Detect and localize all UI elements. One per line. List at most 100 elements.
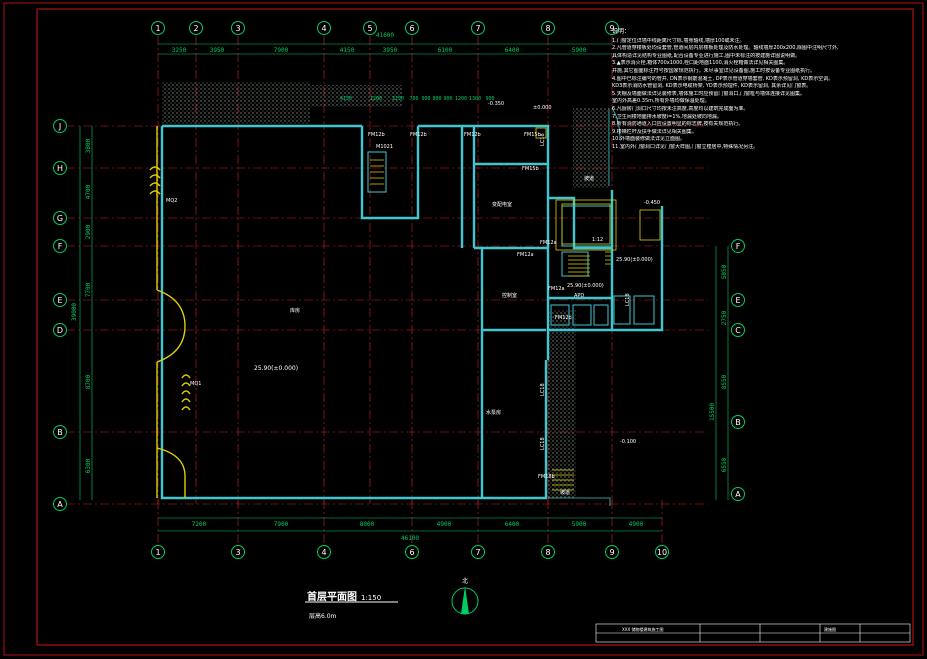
axis-bubble-label: A xyxy=(735,490,741,499)
dim-right-2: 2750 xyxy=(721,310,728,325)
axis-bubble-label: 3 xyxy=(235,548,240,557)
label-fm12a-3: FM12a xyxy=(548,286,565,292)
axis-bubble-circle xyxy=(317,545,331,559)
west-facade xyxy=(149,126,191,498)
dim-left-6: 6300 xyxy=(85,458,92,473)
dimension-texts: 41600 3250 3950 7900 4150 3950 6100 6400… xyxy=(71,32,728,542)
axis-bubble-label: 10 xyxy=(657,548,667,557)
axis-bubble-bottom: 4 xyxy=(317,545,331,559)
note-line: 11.室内外门窗洞口详见门窗大样图,门窗立樘居中,特殊情况另注。 xyxy=(612,143,759,150)
dim-inner-1: 4150 xyxy=(340,96,352,102)
dim-inner-5: 900 xyxy=(421,96,430,102)
dim-bottom-1: 7200 xyxy=(192,521,207,528)
axis-bubble-circle xyxy=(53,161,67,175)
axis-bubble-label: 8 xyxy=(545,24,550,33)
axis-bubble-top: 2 xyxy=(189,21,203,35)
axis-bubble-bottom: 9 xyxy=(605,545,619,559)
note-line: 1.门窗定位详墙中线距离尺寸标,墙身轴线,墙厚100或未注。 xyxy=(612,37,745,44)
axis-bubble-circle xyxy=(541,21,555,35)
drawing-scale: 1:150 xyxy=(361,594,382,602)
room-main: 库房 xyxy=(290,307,300,314)
axis-bubble-top: 5 xyxy=(363,21,377,35)
label-ramp-2: 坡道 xyxy=(560,489,570,496)
note-line: 8.所有消防通道入口应设置明显的标志牌,按有关规范执行。 xyxy=(612,121,744,128)
dim-inner-4: 700 xyxy=(409,96,418,102)
drawing-title: 首层平面图 1:150 xyxy=(307,588,381,603)
elevation-east: 25.90(±0.000) xyxy=(616,257,653,263)
label-fm15b: FM15b xyxy=(524,132,541,138)
axis-bubble-label: 4 xyxy=(321,24,326,33)
stairs xyxy=(370,159,617,491)
dim-bottom-7: 4900 xyxy=(629,521,644,528)
axis-bubble-left: B xyxy=(53,425,67,439)
dim-left-1: 3800 xyxy=(85,138,92,153)
dim-top-8: 5900 xyxy=(572,47,587,54)
note-line: 5.天棚及墙面做法详见装修表,墙体施工时应预留门窗洞口,门窗框与墙体连接详见图集… xyxy=(612,90,805,97)
axis-bubble-label: A xyxy=(57,500,63,509)
note-line: 7.卫生间楼地面排水坡度i=1%,地漏处坡向地漏。 xyxy=(612,113,722,120)
floor-height: 层高6.0m xyxy=(309,613,337,620)
label-lc18: LC18 xyxy=(540,133,546,146)
dim-left-5: 8700 xyxy=(85,374,92,389)
axis-bubble-top: 4 xyxy=(317,21,331,35)
axis-bubble-left: A xyxy=(53,497,67,511)
axis-bubble-left: D xyxy=(53,323,67,337)
axis-bubble-label: B xyxy=(57,428,63,437)
dimension-lines xyxy=(79,43,729,532)
room-apd: APD xyxy=(574,293,584,299)
axis-bubble-circle xyxy=(471,21,485,35)
axis-bubble-top: 3 xyxy=(231,21,245,35)
label-fm15b-2: FM15b xyxy=(522,166,539,172)
label-fm12b-4: FM12b xyxy=(555,315,572,321)
dim-right-3: 8550 xyxy=(721,374,728,389)
axis-bubble-label: B xyxy=(735,418,741,427)
walls xyxy=(160,124,664,500)
label-lc18-3: LC18 xyxy=(540,437,546,450)
axis-bubble-circle xyxy=(53,293,67,307)
dim-right-5: 6550 xyxy=(721,457,728,472)
axis-bubble-circle xyxy=(189,21,203,35)
notes-title: 说明： xyxy=(612,28,631,35)
axis-bubble-bottom: 7 xyxy=(471,545,485,559)
label-fm18b: FM18b xyxy=(538,474,555,480)
label-fm12a-2: FM12a xyxy=(540,240,557,246)
axis-bubble-circle xyxy=(731,415,745,429)
dim-right-1: 5050 xyxy=(721,264,728,279)
inner-frame xyxy=(36,8,914,646)
label-ramp: 坡道 xyxy=(584,175,594,182)
dim-left-3: 2900 xyxy=(85,224,92,239)
axis-bubble-circle xyxy=(605,545,619,559)
axis-bubble-left: F xyxy=(53,239,67,253)
design-notes: 说明： 1.门窗定位详墙中线距离尺寸标,墙身轴线,墙厚100或未注。 2.凡管道… xyxy=(612,28,912,152)
plan-labels: 25.90(±0.000) 25.90(±0.000) 25.90(±0.000… xyxy=(166,101,660,496)
elevation-stair-top: -0.450 xyxy=(644,200,660,206)
axis-bubble-circle xyxy=(53,497,67,511)
axis-bubble-circle xyxy=(231,21,245,35)
drawing-title-text: 首层平面图 xyxy=(307,592,357,603)
axis-bubble-circle xyxy=(655,545,669,559)
axis-bubble-circle xyxy=(471,545,485,559)
dim-bottom-4: 4900 xyxy=(437,521,452,528)
axis-bubble-label: 5 xyxy=(367,24,372,33)
axis-bubble-left: J xyxy=(53,119,67,133)
note-line: 4.图中已标注编号的管井, DN表示钢筋混凝土, DP表示管道穿墙套管, KD表… xyxy=(612,75,834,82)
axis-bubble-left: G xyxy=(53,211,67,225)
axis-bubble-circle xyxy=(541,545,555,559)
axis-bubble-label: F xyxy=(58,242,63,251)
axis-bubble-circle xyxy=(53,239,67,253)
title-block xyxy=(595,623,911,643)
elevation-top: -0.350 xyxy=(488,101,504,107)
dim-left-2: 4700 xyxy=(85,184,92,199)
axis-bubble-circle xyxy=(731,239,745,253)
axis-bubble-top: 8 xyxy=(541,21,555,35)
axis-bubble-top: 9 xyxy=(605,21,619,35)
axis-bubble-label: C xyxy=(735,326,741,335)
elevation-top-2: ±0.000 xyxy=(533,105,552,111)
label-lc18-2: LC18 xyxy=(540,383,546,396)
axis-bubble-label: F xyxy=(736,242,741,251)
axis-bubble-label: 7 xyxy=(475,548,480,557)
axis-bubble-label: J xyxy=(58,122,61,131)
axis-bubble-circle xyxy=(405,21,419,35)
room-pump: 水泵房 xyxy=(486,409,501,416)
